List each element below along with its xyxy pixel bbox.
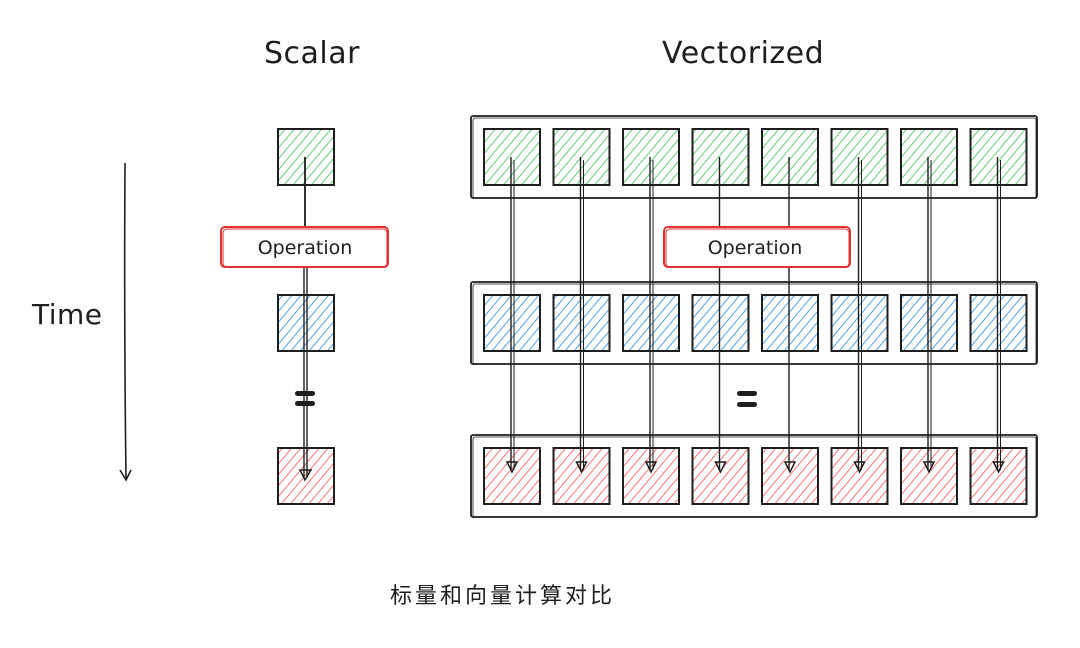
vector-result-cell — [552, 447, 611, 505]
vector-input-a-cell — [483, 128, 541, 186]
vector-input-a-cell — [552, 128, 611, 186]
vector-result-cell — [761, 447, 819, 505]
vector-result-cell — [900, 447, 958, 505]
vector-arrowhead — [644, 461, 658, 474]
vector-input-a-cell — [830, 128, 889, 186]
vector-input-a-cell — [969, 128, 1028, 186]
time-axis-arrow — [119, 162, 132, 482]
scalar-input-a-cell — [277, 128, 335, 186]
scalar-column: Operation — [220, 128, 389, 505]
vector-operation-box: Operation — [663, 226, 851, 268]
vector-result-cell — [691, 447, 750, 505]
vector-input-b-cell — [969, 294, 1028, 352]
vector-input-a-cell — [691, 128, 750, 186]
vector-input-b-cell — [761, 294, 819, 352]
vector-input-b-cell — [483, 294, 541, 352]
vector-input-a-cell — [761, 128, 819, 186]
vector-equals-sign — [737, 391, 757, 407]
vector-result-cell — [483, 447, 541, 505]
vector-arrowhead — [922, 461, 936, 474]
scalar-input-b-cell — [277, 294, 335, 352]
scalar-operation-label: Operation — [258, 237, 353, 259]
vector-input-b-cell — [900, 294, 958, 352]
vector-input-a-cell — [622, 128, 680, 186]
vector-arrowhead — [575, 461, 588, 474]
vector-arrowhead — [505, 461, 519, 474]
vector-input-b-cell — [622, 294, 680, 352]
vector-input-b-cell — [691, 294, 750, 352]
time-axis-label: Time — [32, 298, 103, 331]
vector-arrowhead — [783, 461, 797, 474]
vector-result-cell — [830, 447, 889, 505]
vector-operation-label: Operation — [708, 237, 803, 259]
vectorized-column: Operation — [470, 115, 1038, 518]
vector-input-b-cell — [552, 294, 611, 352]
vector-arrowhead — [714, 461, 727, 474]
scalar-equals-sign — [295, 391, 315, 406]
vector-input-a-cell — [900, 128, 958, 186]
figure-caption: 标量和向量计算对比 — [390, 584, 616, 609]
vector-result-cell — [969, 447, 1028, 505]
vector-input-b-cell — [830, 294, 889, 352]
scalar-result-cell — [277, 447, 335, 505]
vector-result-cell — [622, 447, 680, 505]
vector-arrowhead — [853, 461, 866, 474]
vector-arrowhead — [992, 461, 1005, 474]
scalar-title: Scalar — [264, 36, 360, 71]
scalar-arrowhead — [298, 469, 313, 482]
vectorized-title: Vectorized — [662, 36, 825, 71]
scalar-operation-box: Operation — [220, 226, 389, 268]
